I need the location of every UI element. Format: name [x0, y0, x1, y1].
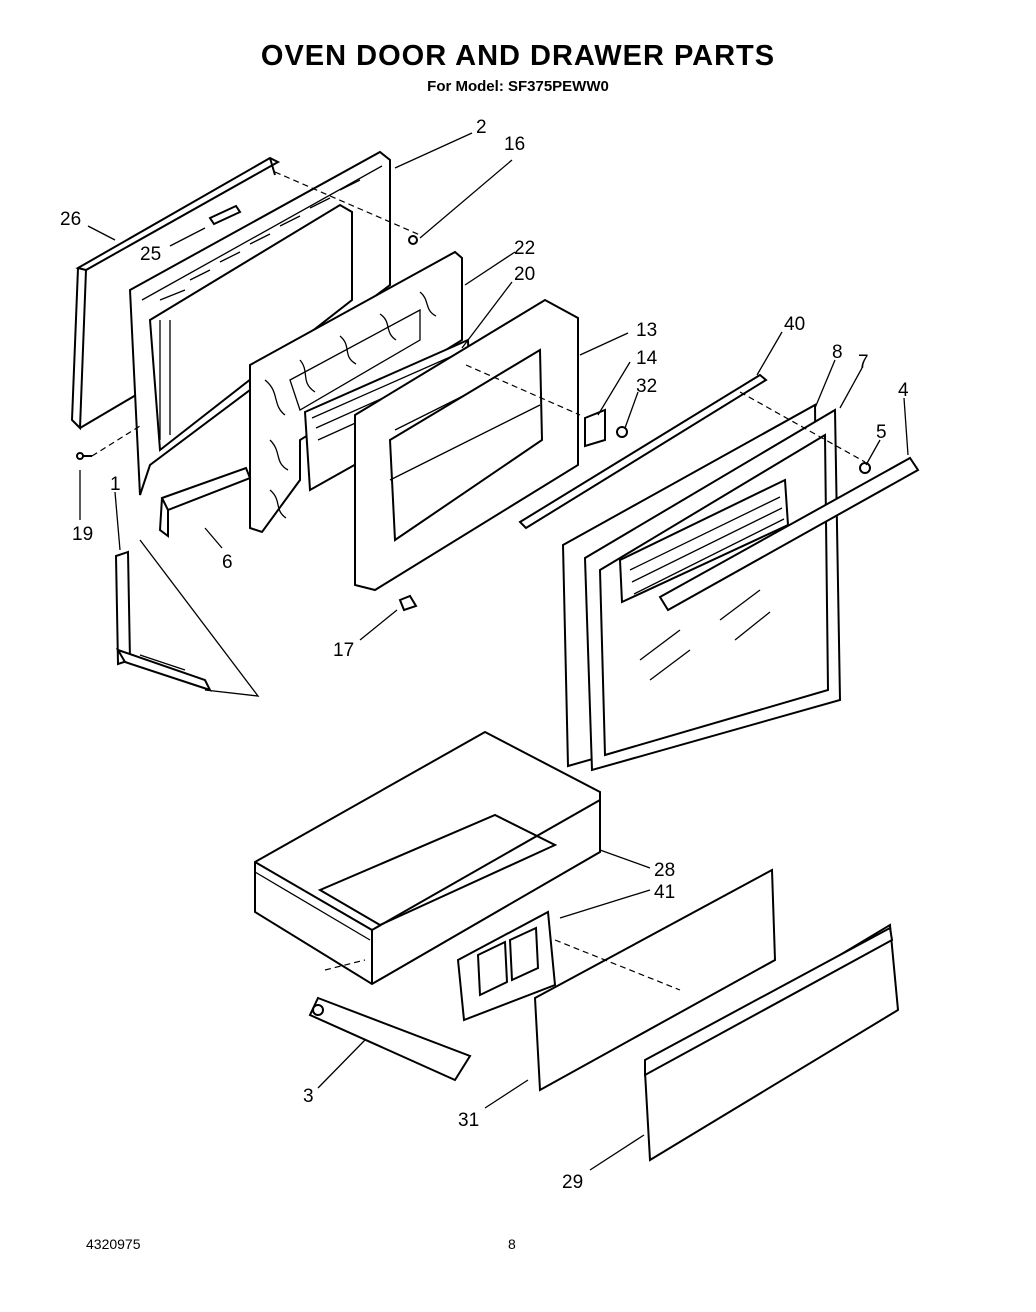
part-28-drawer-body [254, 730, 601, 986]
callout-14: 14 [636, 348, 658, 369]
part-19-screw [76, 452, 92, 460]
callout-6: 6 [222, 552, 233, 573]
part-2-inner-door-frame [128, 150, 391, 496]
callout-3: 3 [303, 1086, 314, 1107]
part-41-bracket-plate [456, 910, 557, 1022]
leader-lines [79, 132, 909, 1171]
assembly-lines [91, 171, 866, 991]
part-7-door-glass-frame [583, 408, 842, 772]
callout-1: 1 [110, 474, 121, 495]
callout-7: 7 [858, 352, 869, 373]
part-5-screw [859, 462, 871, 474]
part-17-bumper [398, 594, 418, 612]
callout-26: 26 [60, 209, 81, 230]
model-subtitle: For Model: SF375PEWW0 [427, 78, 609, 95]
part-26-door-gasket [70, 156, 281, 431]
callout-29: 29 [562, 1172, 583, 1193]
part-1-hinge [114, 550, 212, 692]
part-13-outer-door-panel [354, 298, 579, 592]
callout-32: 32 [636, 376, 657, 397]
callout-16: 16 [504, 134, 525, 155]
part-4-handle [658, 456, 920, 612]
part-29-drawer-front [643, 923, 900, 1162]
callout-28: 28 [654, 860, 675, 881]
callout-20: 20 [514, 264, 535, 285]
callout-8: 8 [832, 342, 843, 363]
callout-13: 13 [636, 320, 657, 341]
part-6-bottom-trim [158, 466, 252, 538]
callout-19: 19 [72, 524, 93, 545]
document-number: 4320975 [86, 1236, 141, 1252]
callout-labels: 2 16 26 25 22 20 13 14 32 40 8 7 4 5 19 … [60, 117, 909, 1193]
callout-4: 4 [898, 380, 909, 401]
page-number: 8 [508, 1236, 516, 1252]
callout-5: 5 [876, 422, 887, 443]
callout-2: 2 [476, 117, 487, 138]
part-32-screw [616, 426, 628, 438]
page-title: OVEN DOOR AND DRAWER PARTS [260, 40, 776, 72]
callout-25: 25 [140, 244, 161, 265]
part-25-clip [208, 204, 242, 226]
callout-40: 40 [784, 314, 805, 335]
callout-17: 17 [333, 640, 354, 661]
callout-41: 41 [654, 882, 675, 903]
callout-31: 31 [458, 1110, 479, 1131]
callout-22: 22 [514, 238, 535, 259]
part-3-drawer-slide [308, 996, 472, 1082]
part-31-drawer-panel [533, 868, 777, 1092]
part-14-bracket [584, 408, 606, 448]
part-40-vent-channel [518, 373, 768, 530]
part-16-screw [408, 235, 418, 245]
